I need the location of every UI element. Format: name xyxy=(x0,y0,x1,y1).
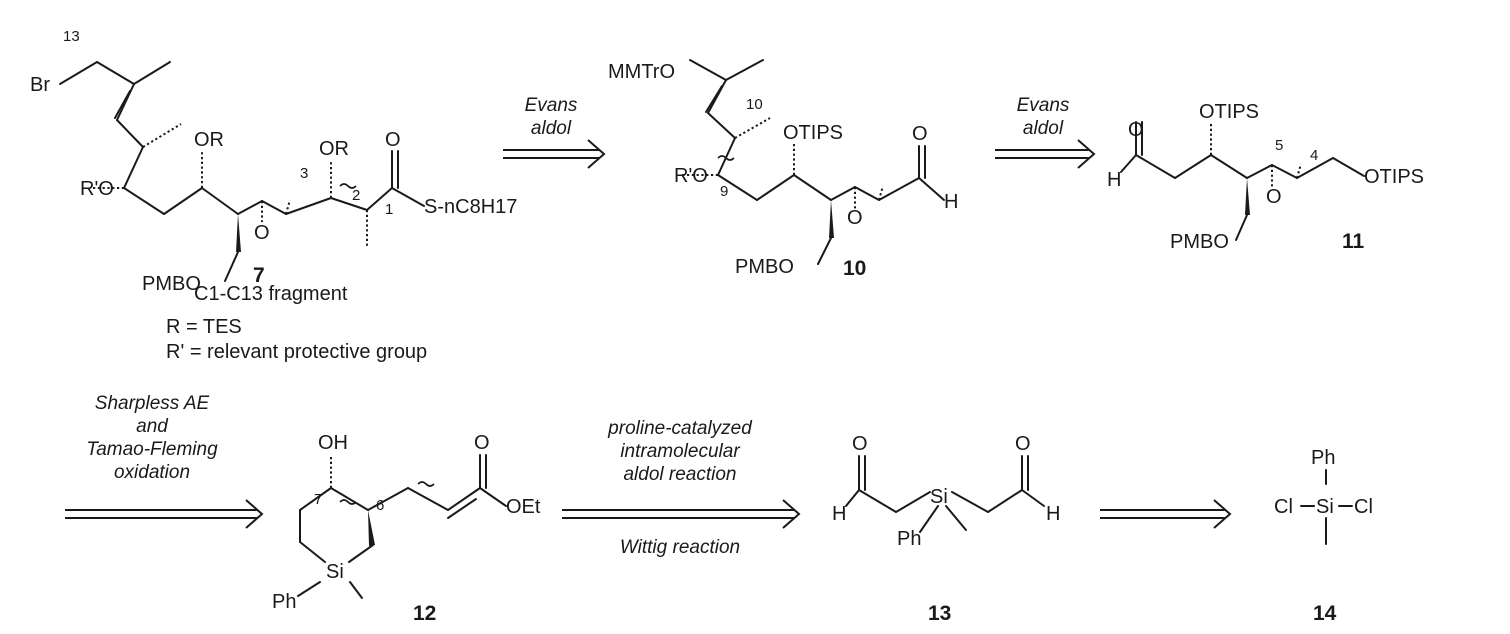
arrow-3-label-line-2: and xyxy=(136,416,169,437)
pos-2-label: 2 xyxy=(352,187,360,204)
retro-arrow-1: Evans aldol xyxy=(503,95,606,169)
compound-11-number: 11 xyxy=(1342,230,1365,253)
retro-arrow-2: Evans aldol xyxy=(995,95,1096,169)
compound-13: O H Si Ph O H 13 xyxy=(832,433,1060,625)
aldehyde-h-right-label: H xyxy=(1046,503,1060,525)
or-label-a: OR xyxy=(194,129,224,151)
otips-label-b: OTIPS xyxy=(1364,166,1424,188)
compound-12: OH 7 6 O OEt Si Ph 12 xyxy=(272,432,541,625)
r-prime-definition: R' = relevant protective group xyxy=(166,341,427,363)
aldehyde-o-left-label: O xyxy=(852,433,868,455)
ether-o-label: R'O xyxy=(80,178,114,200)
fragment-caption: C1-C13 fragment xyxy=(194,283,348,305)
otips-label: OTIPS xyxy=(783,122,843,144)
arrow-4-label-above-line-3: aldol reaction xyxy=(623,464,736,485)
chlorine-left-label: Cl xyxy=(1274,496,1293,518)
compound-11: O H OTIPS 5 4 O OTIPS PMBO 11 xyxy=(1107,101,1424,253)
carbonyl-o-label: O xyxy=(474,432,490,454)
compound-7-number: 7 xyxy=(253,264,265,287)
pos-9-label: 9 xyxy=(720,183,728,200)
phenyl-label: Ph xyxy=(272,591,296,613)
aldehyde-h-left-label: H xyxy=(832,503,846,525)
pos-4-label: 4 xyxy=(1310,147,1318,164)
epoxide-o-label: O xyxy=(254,222,270,244)
compound-14: Ph Si Cl Cl 14 xyxy=(1274,447,1373,625)
compound-13-number: 13 xyxy=(928,602,951,625)
phenyl-label: Ph xyxy=(1311,447,1335,469)
ethoxy-label: OEt xyxy=(506,496,541,518)
pos-5-label: 5 xyxy=(1275,137,1283,154)
arrow-3-label-line-3: Tamao-Fleming xyxy=(86,439,218,460)
pmbo-label: PMBO xyxy=(1170,231,1229,253)
pos-7-label: 7 xyxy=(314,491,322,508)
aldehyde-o-label: O xyxy=(1128,119,1144,141)
retro-arrow-3: Sharpless AE and Tamao-Fleming oxidation xyxy=(65,393,264,529)
silicon-label: Si xyxy=(930,486,948,508)
arrow-1-label-line-1: Evans xyxy=(525,95,578,116)
retro-arrow-5 xyxy=(1100,499,1232,529)
arrow-2-label-line-1: Evans xyxy=(1017,95,1070,116)
compound-10-number: 10 xyxy=(843,257,866,280)
silicon-label: Si xyxy=(1316,496,1334,518)
arrow-4-label-below: Wittig reaction xyxy=(620,537,740,558)
compound-12-number: 12 xyxy=(413,602,436,625)
carbonyl-o-label: O xyxy=(385,129,401,151)
arrow-2-label-line-2: aldol xyxy=(1023,118,1064,139)
pmbo-label: PMBO xyxy=(142,273,201,295)
arrow-3-label-line-4: oxidation xyxy=(114,462,190,483)
compound-10: MMTrO 10 OTIPS O H R'O 9 O PMBO 10 xyxy=(608,59,958,280)
phenyl-label: Ph xyxy=(897,528,921,550)
pmbo-label: PMBO xyxy=(735,256,794,278)
bromine-label: Br xyxy=(30,74,50,96)
hydroxyl-label: OH xyxy=(318,432,348,454)
ether-o-label: R'O xyxy=(674,165,708,187)
otips-label-a: OTIPS xyxy=(1199,101,1259,123)
pos-3-label: 3 xyxy=(300,165,308,182)
silicon-label: Si xyxy=(326,561,344,583)
aldehyde-h-label: H xyxy=(1107,169,1121,191)
pos-13-label: 13 xyxy=(63,28,80,45)
arrow-4-label-above-line-1: proline-catalyzed xyxy=(607,418,753,439)
retro-arrow-4: proline-catalyzed intramolecular aldol r… xyxy=(562,418,801,558)
compound-7: 13 Br OR OR O R'O O PMBO S-nC8H17 3 2 1 … xyxy=(30,28,517,363)
chlorine-right-label: Cl xyxy=(1354,496,1373,518)
aldehyde-o-label: O xyxy=(912,123,928,145)
aldehyde-h-label: H xyxy=(944,191,958,213)
pos-10-label: 10 xyxy=(746,96,763,113)
compound-14-number: 14 xyxy=(1313,602,1337,625)
r-definition: R = TES xyxy=(166,316,242,338)
epoxide-o-label: O xyxy=(847,207,863,229)
pos-1-label: 1 xyxy=(385,201,393,218)
thioester-label: S-nC8H17 xyxy=(424,196,517,218)
arrow-3-label-line-1: Sharpless AE xyxy=(95,393,210,414)
pos-6-label: 6 xyxy=(376,497,384,514)
mmtro-label: MMTrO xyxy=(608,61,675,83)
arrow-4-label-above-line-2: intramolecular xyxy=(620,441,740,462)
arrow-1-label-line-2: aldol xyxy=(531,118,572,139)
aldehyde-o-right-label: O xyxy=(1015,433,1031,455)
or-label-b: OR xyxy=(319,138,349,160)
epoxide-o-label: O xyxy=(1266,186,1282,208)
